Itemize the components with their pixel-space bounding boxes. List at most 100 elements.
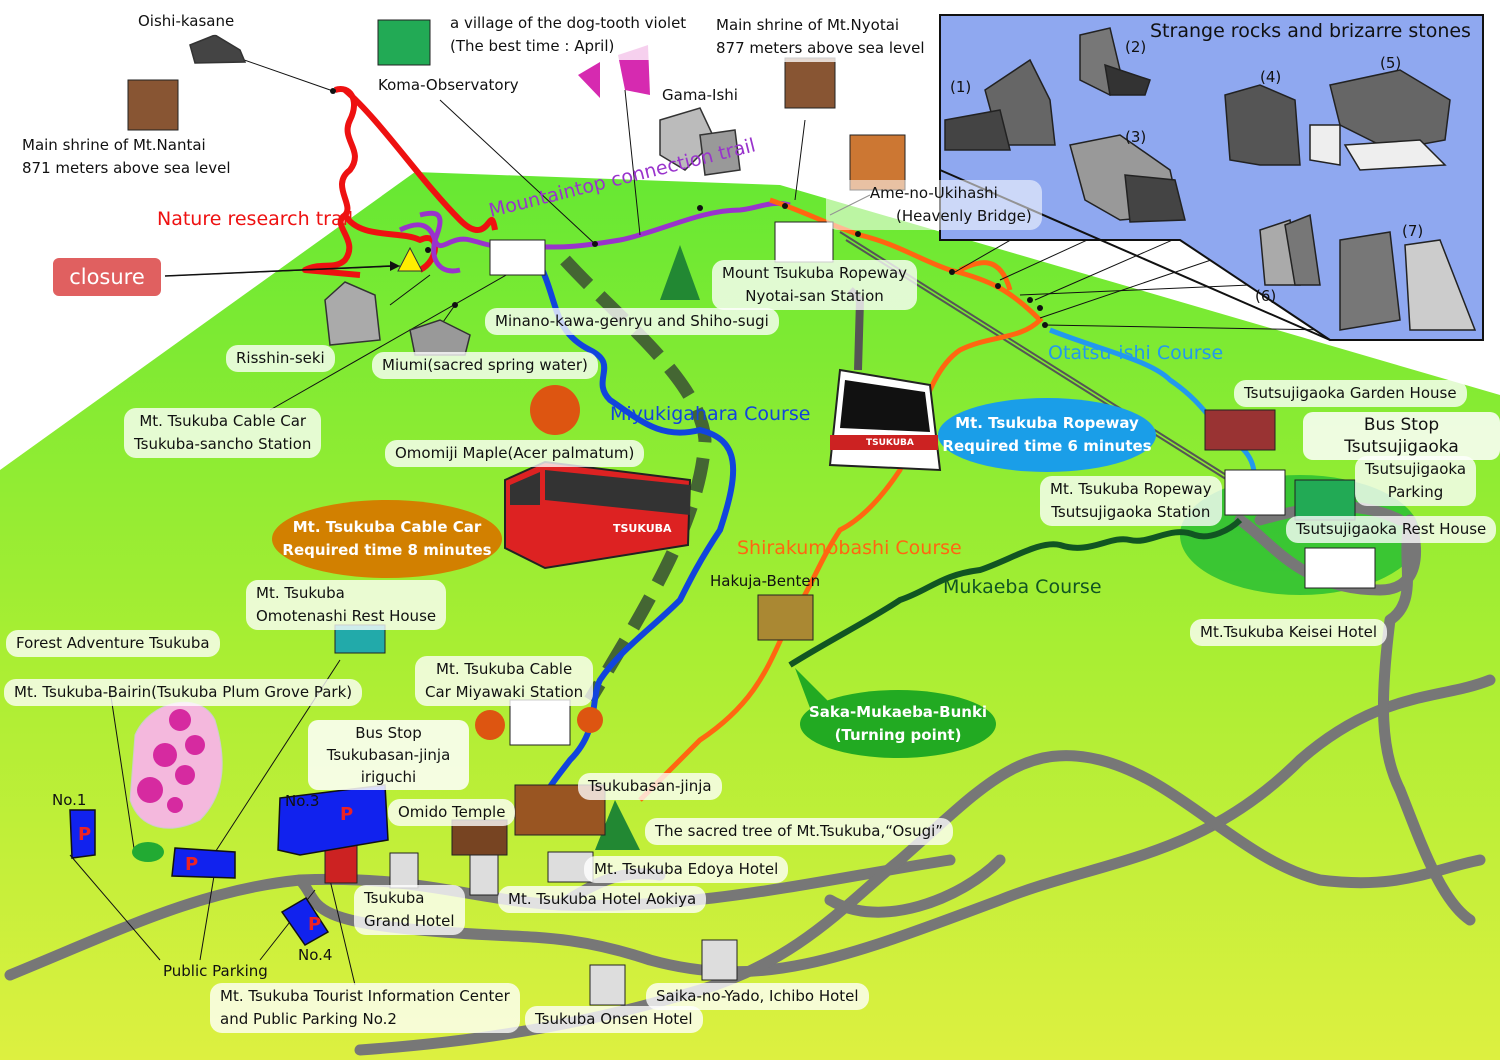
cable-car-name-plate: TSUKUBA: [613, 522, 672, 535]
label-sacred-tree-osugi: The sacred tree of Mt.Tsukuba,“Osugi”: [645, 818, 954, 845]
buildings: [127, 19, 1376, 1006]
rock-number-5: (5): [1380, 54, 1402, 72]
mukaeba-course-path: [788, 517, 1243, 668]
label-parking-no4: No.4: [298, 946, 333, 964]
label-grand-hotel-line1: Tsukuba: [364, 889, 425, 907]
mountaintop-trail-path: [398, 200, 791, 274]
label-main-shrine-nyotai: Main shrine of Mt.Nyotai 877 meters abov…: [706, 12, 935, 62]
cable-car-track: [560, 255, 712, 704]
label-tsukubasan-jinja: Tsukubasan-jinja: [578, 773, 722, 800]
oval-ropeway-line2: Required time 6 minutes: [942, 437, 1152, 455]
course-miyukigahara: Miyukigahara Course: [610, 403, 811, 425]
plum-blossoms: [137, 709, 205, 813]
label-omomiji-maple: Omomiji Maple(Acer palmatum): [385, 440, 645, 467]
label-violet-line1: a village of the dog-tooth violet: [450, 14, 687, 32]
otatsu-ishi-course-path: [1049, 327, 1257, 492]
label-main-shrine-nyotai-line1: Main shrine of Mt.Nyotai: [716, 16, 900, 34]
label-bus-jinja-line1: Bus Stop Tsukubasan-jinja: [326, 724, 451, 764]
label-cable-miyawaki-line1: Mt. Tsukuba Cable: [436, 660, 573, 678]
label-bus-jinja-line2: iriguchi: [360, 768, 417, 786]
label-omotenashi-line1: Mt. Tsukuba: [256, 584, 345, 602]
label-omido-temple: Omido Temple: [388, 799, 516, 826]
label-main-shrine-nantai: Main shrine of Mt.Nantai 871 meters abov…: [12, 132, 241, 182]
svg-text:P: P: [185, 854, 198, 875]
trees: [475, 245, 700, 850]
label-cable-miyawaki-station: Mt. Tsukuba Cable Car Miyawaki Station: [415, 656, 594, 706]
label-parking-no1: No.1: [52, 791, 87, 809]
label-ame-no-ukihashi-line1: Ame-no-Ukihashi: [869, 184, 998, 202]
rock-number-3: (3): [1125, 128, 1147, 146]
label-cable-miyawaki-line2: Car Miyawaki Station: [425, 683, 584, 701]
summit-rocks: [189, 34, 741, 356]
warning-sign-icon: [397, 246, 423, 272]
label-tsutsujigaoka-rest-house: Tsutsujigaoka Rest House: [1286, 516, 1497, 543]
label-cable-sancho-station: Mt. Tsukuba Cable Car Tsukuba-sancho Sta…: [124, 408, 322, 458]
label-ropeway-tsutsujigaoka-station: Mt. Tsukuba Ropeway Tsutsujigaoka Statio…: [1040, 476, 1222, 526]
label-ropeway-tsutsujigaoka-line2: Tsutsujigaoka Station: [1051, 503, 1211, 521]
label-minano-kawa: Minano-kawa-genryu and Shiho-sugi: [485, 308, 779, 335]
label-tourist-information-center: Mt. Tsukuba Tourist Information Center a…: [210, 983, 520, 1033]
course-nature-research-trail: Nature research trail: [157, 208, 354, 230]
rock-number-4: (4): [1260, 68, 1282, 86]
label-saika-no-yado: Saika-no-Yado, Ichibo Hotel: [646, 983, 869, 1010]
label-ame-no-ukihashi: Ame-no-Ukihashi (Heavenly Bridge): [826, 180, 1042, 230]
svg-text:P: P: [78, 824, 91, 845]
oval-ropeway-line1: Mt. Tsukuba Ropeway: [955, 414, 1139, 432]
rock-number-1: (1): [950, 78, 972, 96]
label-plum-grove-park: Mt. Tsukuba-Bairin(Tsukuba Plum Grove Pa…: [4, 679, 363, 706]
ropeway-gondola: [828, 287, 942, 472]
rock-number-2: (2): [1125, 38, 1147, 56]
course-shirakumobashi: Shirakumobashi Course: [737, 537, 962, 559]
label-omotenashi-line2: Omotenashi Rest House: [256, 607, 437, 625]
label-hotel-aokiya: Mt. Tsukuba Hotel Aokiya: [498, 886, 707, 913]
saka-oval-pointer: [795, 668, 830, 708]
label-forest-adventure: Forest Adventure Tsukuba: [6, 630, 220, 657]
label-oishi-kasane: Oishi-kasane: [128, 8, 245, 35]
oval-saka-line2: (Turning point): [834, 726, 962, 744]
label-ropeway-nyotai-line1: Mount Tsukuba Ropeway: [722, 264, 908, 282]
svg-text:P: P: [340, 804, 353, 825]
label-ropeway-tsutsujigaoka-line1: Mt. Tsukuba Ropeway: [1050, 480, 1212, 498]
label-tsukuba-onsen-hotel: Tsukuba Onsen Hotel: [525, 1006, 703, 1033]
label-bus-stop-jinja-iriguchi: Bus Stop Tsukubasan-jinja iriguchi: [308, 720, 469, 790]
label-tourist-info-line2: and Public Parking No.2: [220, 1010, 397, 1028]
oval-saka-mukaeba-bunki: Saka-Mukaeba-Bunki (Turning point): [800, 690, 996, 758]
oval-cable-car-line2: Required time 8 minutes: [282, 541, 492, 559]
label-dog-tooth-violet-village: a village of the dog-tooth violet (The b…: [440, 10, 697, 60]
cable-car-illustration: [504, 460, 692, 570]
label-keisei-hotel: Mt.Tsukuba Keisei Hotel: [1190, 619, 1388, 646]
label-ropeway-nyotai-station: Mount Tsukuba Ropeway Nyotai-san Station: [712, 260, 918, 310]
parking-p-marks: P P P P: [78, 804, 353, 935]
label-grand-hotel-line2: Grand Hotel: [364, 912, 455, 930]
rocks-panel-title: Strange rocks and brizarre stones: [1150, 20, 1471, 42]
label-main-shrine-nantai-line1: Main shrine of Mt.Nantai: [22, 136, 206, 154]
label-tsutsujigaoka-parking-line2: Parking: [1387, 483, 1444, 501]
forest-adventure-area: [132, 842, 164, 862]
label-violet-line2: (The best time : April): [450, 37, 615, 55]
label-risshin-seki: Risshin-seki: [226, 345, 335, 372]
rock-number-7: (7): [1402, 222, 1424, 240]
closure-sign: closure: [53, 258, 161, 296]
rock-number-6: (6): [1255, 287, 1277, 305]
rock-illustrations: [944, 27, 1477, 331]
label-main-shrine-nantai-line2: 871 meters above sea level: [22, 159, 231, 177]
parking-lots: [69, 784, 389, 946]
course-otatsu-ishi: Otatsu-ishi Course: [1048, 342, 1224, 364]
label-tsutsujigaoka-parking-line1: Tsutsujigaoka: [1365, 460, 1467, 478]
oval-saka-line1: Saka-Mukaeba-Bunki: [808, 703, 988, 721]
label-tsutsujigaoka-garden-house: Tsutsujigaoka Garden House: [1234, 380, 1467, 407]
label-hakuja-benten: Hakuja-Benten: [710, 572, 821, 590]
svg-text:P: P: [308, 914, 321, 935]
course-mukaeba: Mukaeba Course: [943, 576, 1102, 598]
label-tourist-info-line1: Mt. Tsukuba Tourist Information Center: [220, 987, 510, 1005]
label-miumi: Miumi(sacred spring water): [372, 352, 598, 379]
label-cable-sancho-line1: Mt. Tsukuba Cable Car: [139, 412, 307, 430]
label-public-parking: Public Parking: [163, 962, 268, 980]
label-cable-sancho-line2: Tsukuba-sancho Station: [134, 435, 312, 453]
label-heavenly-bridge: (Heavenly Bridge): [896, 207, 1032, 225]
label-tsukuba-grand-hotel: Tsukuba Grand Hotel: [354, 885, 465, 935]
label-edoya-hotel: Mt. Tsukuba Edoya Hotel: [584, 856, 789, 883]
ropeway-name-plate: TSUKUBA: [866, 438, 914, 448]
